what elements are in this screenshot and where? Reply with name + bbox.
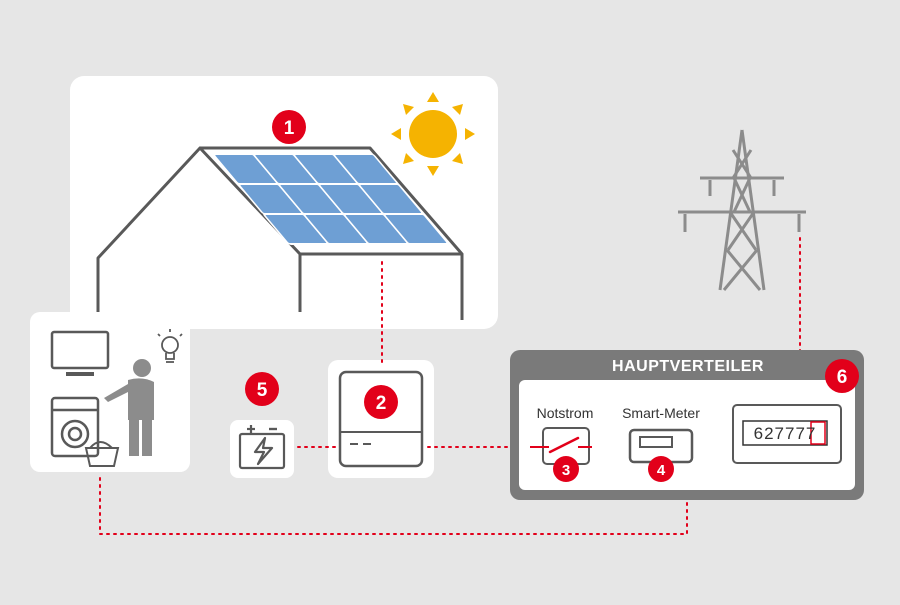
laundry-basket-icon — [84, 441, 120, 467]
inverter-icon — [338, 370, 424, 468]
washing-machine-icon — [50, 396, 100, 458]
tv-icon — [50, 330, 110, 376]
marker-6: 6 — [825, 359, 859, 393]
solar-panel-icon — [212, 153, 449, 245]
svg-text:2: 2 — [376, 393, 387, 414]
svg-text:1: 1 — [284, 118, 295, 139]
electricity-meter-icon: 627777 — [732, 404, 842, 464]
marker-2: 2 — [364, 385, 398, 419]
battery-icon — [238, 425, 286, 470]
svg-text:3: 3 — [562, 462, 570, 479]
power-pylon-icon — [678, 129, 806, 291]
person-icon — [104, 359, 154, 456]
meter-reading: 627777 — [754, 424, 817, 443]
marker-5: 5 — [245, 372, 279, 406]
svg-text:6: 6 — [837, 367, 848, 388]
distribution-board-title: HAUPTVERTEILER — [612, 358, 764, 375]
sun-icon — [391, 92, 475, 176]
marker-4: 4 — [648, 456, 674, 482]
smart-meter-label: Smart-Meter — [622, 405, 700, 421]
marker-3: 3 — [553, 456, 579, 482]
distribution-board: HAUPTVERTEILER Notstrom Smart-Meter 6277… — [510, 350, 864, 500]
notstrom-label: Notstrom — [537, 405, 594, 421]
light-bulb-icon — [157, 329, 183, 363]
svg-text:5: 5 — [257, 380, 268, 401]
svg-text:4: 4 — [657, 462, 666, 479]
line-household-return — [99, 477, 688, 535]
house-roof-icon — [96, 146, 464, 320]
marker-1: 1 — [272, 110, 306, 144]
